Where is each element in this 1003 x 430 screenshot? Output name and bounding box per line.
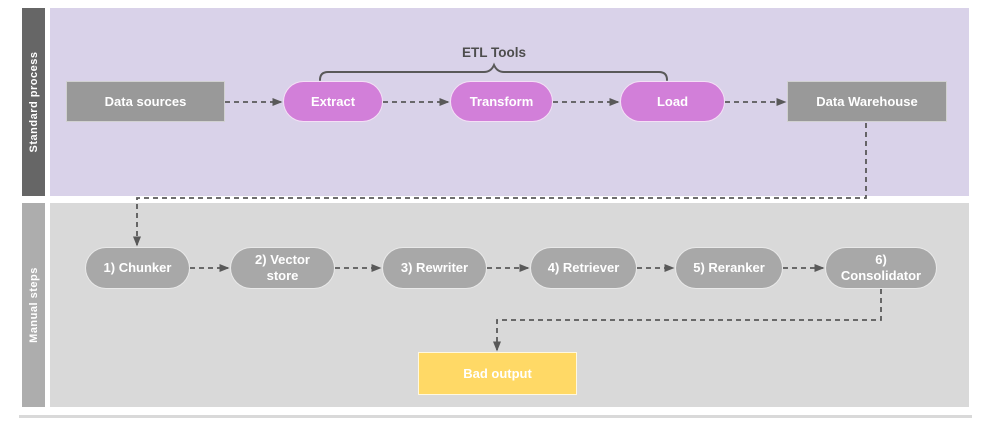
node-consolidator: 6) Consolidator xyxy=(825,247,937,289)
node-label: Load xyxy=(656,93,689,109)
node-label: Bad output xyxy=(463,365,532,381)
node-label: 1) Chunker xyxy=(103,260,172,276)
node-label: 2) Vector store xyxy=(255,252,310,283)
node-retriever: 4) Retriever xyxy=(530,247,637,289)
node-label: Extract xyxy=(310,93,356,109)
node-label: Transform xyxy=(469,93,534,109)
bottom-divider xyxy=(19,415,972,418)
node-extract: Extract xyxy=(283,81,383,122)
node-rewriter: 3) Rewriter xyxy=(382,247,487,289)
node-bad-output: Bad output xyxy=(418,352,577,395)
node-load: Load xyxy=(620,81,725,122)
node-data-sources: Data sources xyxy=(66,81,225,122)
etl-tools-label: ETL Tools xyxy=(462,45,526,60)
node-vector-store: 2) Vector store xyxy=(230,247,335,289)
node-label: Data Warehouse xyxy=(816,93,918,109)
lane-label-manual-steps: Manual steps xyxy=(27,267,40,343)
node-data-warehouse: Data Warehouse xyxy=(787,81,947,122)
node-label: Data sources xyxy=(104,93,187,109)
node-reranker: 5) Reranker xyxy=(675,247,783,289)
node-label: 5) Reranker xyxy=(693,260,765,276)
node-label: 4) Retriever xyxy=(547,260,620,276)
node-transform: Transform xyxy=(450,81,553,122)
lane-bar-manual-steps: Manual steps xyxy=(22,203,45,407)
node-chunker: 1) Chunker xyxy=(85,247,190,289)
lane-label-standard-process: Standard process xyxy=(27,51,40,153)
lane-bar-standard-process: Standard process xyxy=(22,8,45,196)
node-label: 6) Consolidator xyxy=(840,252,922,283)
node-label: 3) Rewriter xyxy=(400,260,469,276)
